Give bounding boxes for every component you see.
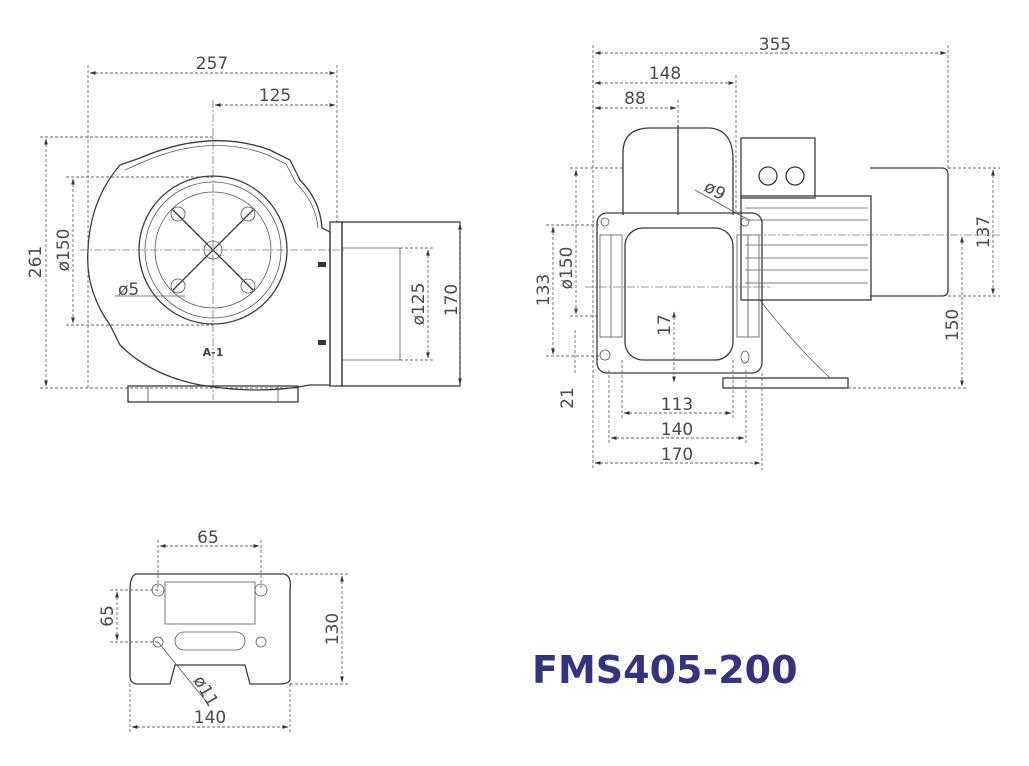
base-view: 65 65 130 140 ø11 — [98, 528, 348, 733]
dim-label: 355 — [759, 35, 791, 55]
dim-label: ø5 — [118, 280, 139, 300]
dim-label: 65 — [197, 528, 219, 548]
dim-label: 261 — [26, 246, 46, 278]
dim-label: ø11 — [189, 673, 222, 711]
dim-label: ø150 — [557, 247, 577, 290]
dim-label: 113 — [661, 395, 693, 415]
dim-label: 125 — [259, 86, 291, 106]
dim-label: 17 — [655, 314, 675, 336]
dim-label: 130 — [323, 613, 343, 645]
dim-label: 140 — [194, 708, 226, 728]
front-view: 257 125 261 ø150 ø5 A-1 ø125 170 — [26, 54, 462, 403]
view-marker: A-1 — [203, 346, 224, 359]
side-view: 355 148 88 137 150 — [534, 35, 1000, 470]
dim-label: 140 — [661, 420, 693, 440]
dim-label: ø150 — [54, 229, 74, 272]
model-title: FMS405-200 — [532, 648, 798, 692]
dim-label: 170 — [442, 284, 462, 316]
dim-label: 137 — [974, 216, 994, 248]
dim-label: 257 — [196, 54, 228, 74]
dim-label: 133 — [534, 274, 554, 306]
dim-label: ø125 — [409, 283, 429, 326]
dim-label: ø9 — [701, 177, 729, 205]
dim-label: 88 — [624, 89, 646, 109]
dim-label: 170 — [661, 445, 693, 465]
dim-label: 148 — [649, 64, 681, 84]
dim-label: 65 — [98, 605, 118, 627]
dim-label: 150 — [943, 309, 963, 341]
dim-label: 21 — [558, 387, 578, 409]
